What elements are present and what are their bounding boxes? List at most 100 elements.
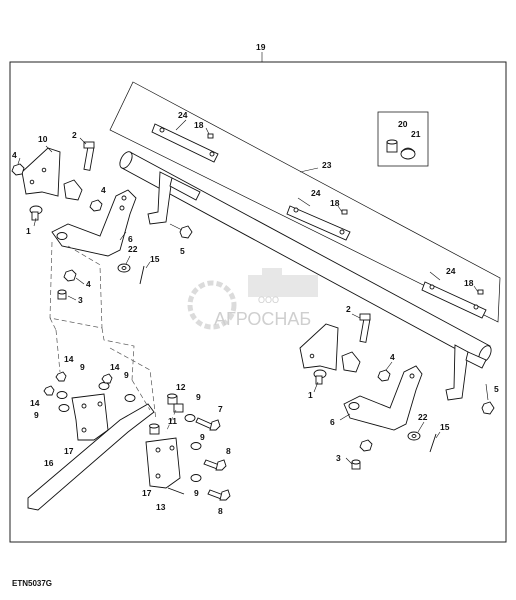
tube-mount-left [147, 171, 201, 225]
callout-9: 9 [200, 432, 205, 442]
callout-5: 5 [180, 246, 185, 256]
bracket-10 [21, 147, 83, 201]
callout-20: 20 [398, 119, 408, 129]
plate-17-a [71, 393, 109, 441]
callout-24: 24 [446, 266, 456, 276]
callout-14: 14 [110, 362, 120, 372]
callout-15: 15 [150, 254, 160, 264]
washer-22-left [117, 263, 131, 273]
detail-inset-box [377, 111, 429, 167]
figure-code: ETN5037G [12, 579, 52, 588]
callout-13: 13 [156, 502, 166, 512]
callout-12: 12 [176, 382, 186, 392]
screw-18-a [205, 127, 214, 139]
callout-14: 14 [64, 354, 74, 364]
callout-7: 7 [218, 404, 223, 414]
nut-4-c [63, 269, 77, 282]
spacer-11 [149, 423, 160, 435]
watermark-text: АГРОСНАБ [214, 309, 311, 329]
callout-19: 19 [256, 42, 266, 52]
callout-15: 15 [440, 422, 450, 432]
bolt-8-a [203, 459, 227, 471]
callout-16: 16 [44, 458, 54, 468]
cap-20 [386, 139, 398, 153]
watermark-logo: ООО АГРОСНАБ [187, 268, 318, 330]
bolt-5-right [481, 401, 495, 415]
callout-23: 23 [322, 160, 332, 170]
bolt-7 [195, 417, 221, 431]
cap-21 [400, 147, 416, 160]
callout-9: 9 [80, 362, 85, 372]
assembly-frame [9, 61, 507, 543]
spacer-3-left [57, 289, 67, 300]
nuts-14-group [43, 371, 113, 396]
callout-21: 21 [411, 129, 421, 139]
screw-18-b [337, 205, 348, 215]
tube-mount-right [445, 344, 487, 401]
callout-18: 18 [194, 120, 204, 130]
dashed-guide-lower [55, 329, 177, 433]
arm-16 [27, 403, 155, 511]
plate-6-left [51, 189, 137, 257]
callout-9: 9 [194, 488, 199, 498]
callout-labels: 24 18 23 20 21 24 18 24 18 10 2 4 4 1 6 … [12, 110, 499, 516]
bolt-2-right [359, 313, 371, 343]
callout-4: 4 [101, 185, 106, 195]
nut-4-e [359, 439, 373, 452]
carriage-bolt-1-left [29, 205, 43, 221]
pin-13 [167, 487, 185, 495]
callout-18: 18 [464, 278, 474, 288]
pin-15-right [429, 433, 437, 453]
washers-9-group [56, 382, 202, 482]
callout-24: 24 [178, 110, 188, 120]
callout-5: 5 [494, 384, 499, 394]
callout-9: 9 [196, 392, 201, 402]
callout-18: 18 [330, 198, 340, 208]
callout-6: 6 [128, 234, 133, 244]
leader-lines [17, 119, 489, 465]
screw-18-c [473, 285, 484, 295]
nut-4-a [11, 163, 25, 176]
shield-panel [109, 81, 501, 323]
nut-4-d [377, 369, 391, 382]
dashed-guide-left [49, 241, 135, 381]
clip-24-c [421, 281, 487, 319]
callout-1: 1 [26, 226, 31, 236]
carriage-bolt-1-right [313, 369, 327, 385]
callout-11: 11 [168, 416, 177, 426]
callout-3: 3 [336, 453, 341, 463]
callout-17: 17 [142, 488, 152, 498]
callout-17: 17 [64, 446, 74, 456]
nut-4-b [89, 199, 103, 212]
bolt-2-left [83, 141, 95, 171]
callout-8: 8 [226, 446, 231, 456]
callout-2: 2 [346, 304, 351, 314]
callout-9: 9 [34, 410, 39, 420]
spacer-12 [167, 393, 184, 413]
washer-22-right [407, 431, 421, 441]
callout-4: 4 [86, 279, 91, 289]
bolt-8-b [207, 489, 231, 501]
clip-24-a [151, 123, 219, 163]
bolt-5-left [169, 223, 193, 239]
pin-15-left [139, 265, 145, 285]
spacer-3-right [351, 459, 361, 470]
callout-1: 1 [308, 390, 313, 400]
callout-24: 24 [311, 188, 321, 198]
callout-10: 10 [38, 134, 48, 144]
bracket-right [299, 323, 361, 373]
callout-22: 22 [418, 412, 428, 422]
plate-17-b [145, 437, 181, 489]
callout-3: 3 [78, 295, 83, 305]
clip-24-b [286, 205, 351, 241]
callout-2: 2 [72, 130, 77, 140]
callout-8: 8 [218, 506, 223, 516]
callout-4: 4 [12, 150, 17, 160]
callout-22: 22 [128, 244, 138, 254]
callout-14: 14 [30, 398, 40, 408]
plate-6-right [343, 365, 423, 431]
callout-6: 6 [330, 417, 335, 427]
watermark-subtext: ООО [258, 295, 279, 305]
callout-4: 4 [390, 352, 395, 362]
